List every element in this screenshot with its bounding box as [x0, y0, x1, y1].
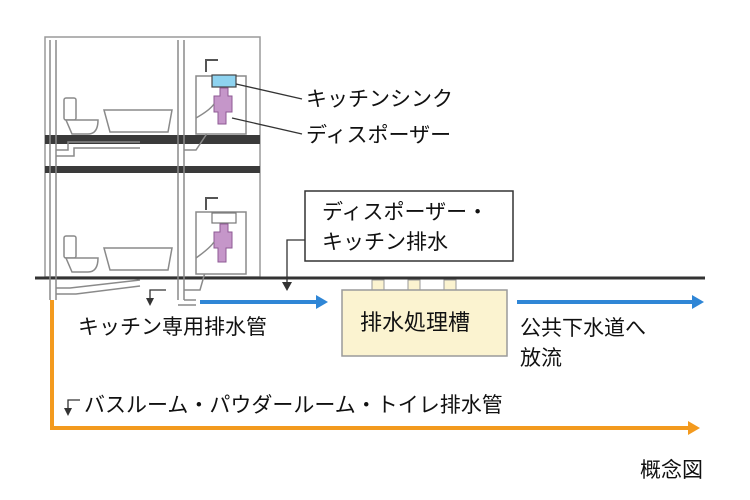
lower-faucet-icon — [205, 197, 218, 210]
upper-floor-slab — [45, 135, 260, 144]
kitchen-pipe-marker-icon — [149, 289, 166, 300]
bath-drain-stack — [49, 40, 141, 300]
disposer-drain-label-line2: キッチン排水 — [322, 230, 448, 254]
public-sewer-label-line1: 公共下水道へ — [520, 316, 646, 340]
kitchen-drain-stack — [177, 40, 209, 306]
disposer-drain-callout: ディスポーザー・ キッチン排水 — [282, 190, 514, 291]
treatment-tank: 排水処理槽 — [341, 279, 508, 357]
disposer-leader — [231, 117, 303, 135]
lower-kitchen-sink — [211, 212, 237, 224]
kitchen-pipe-label: キッチン専用排水管 — [78, 315, 267, 339]
treatment-tank-label: 排水処理槽 — [360, 311, 470, 336]
lower-bathtub-icon — [103, 247, 173, 271]
upper-toilet-icon — [63, 97, 99, 135]
kitchen-flow-arrow — [200, 295, 328, 309]
lower-toilet-icon — [63, 235, 99, 273]
bath-pipe-marker-icon — [67, 399, 80, 410]
upper-bathtub-icon — [103, 109, 173, 133]
middle-floor-slab — [45, 166, 260, 173]
lower-disposer — [213, 223, 233, 263]
kitchen-sink-leader — [235, 83, 303, 100]
callout-arrow-icon — [282, 282, 292, 291]
upper-disposer — [213, 87, 233, 125]
disposer-label: ディスポーザー — [306, 123, 451, 147]
concept-label: 概念図 — [640, 458, 703, 482]
bath-pipe-label: バスルーム・パウダールーム・トイレ排水管 — [84, 393, 503, 417]
upper-kitchen-sink — [211, 74, 237, 88]
callout-leader — [286, 239, 305, 288]
public-sewer-label-line2: 放流 — [520, 346, 562, 370]
upper-kitchen-unit — [195, 59, 247, 135]
lower-kitchen-unit — [195, 197, 247, 275]
bath-flow-line — [50, 300, 700, 435]
sewer-flow-arrow — [517, 295, 704, 309]
upper-faucet-icon — [205, 59, 218, 72]
kitchen-sink-label: キッチンシンク — [306, 87, 453, 111]
disposer-drain-label-line1: ディスポーザー・ — [322, 200, 488, 224]
